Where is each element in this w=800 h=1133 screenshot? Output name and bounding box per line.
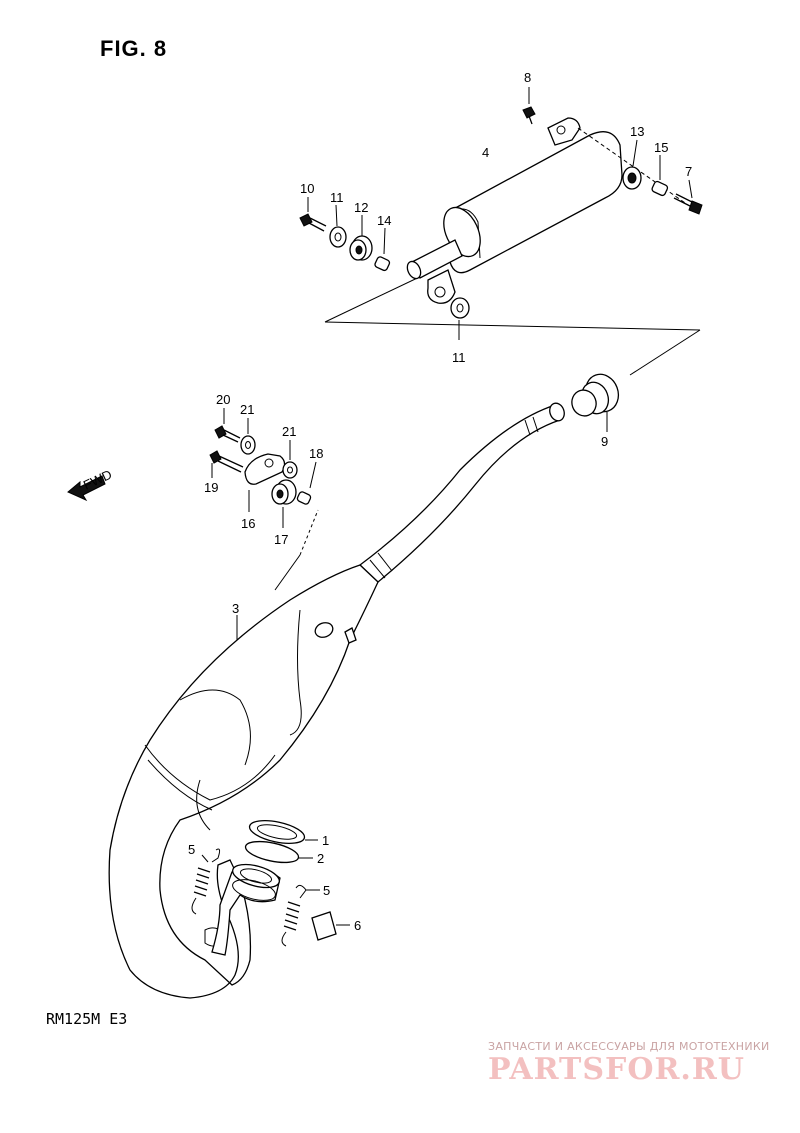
- bolt-10: [299, 197, 327, 232]
- washer-11-upper: [329, 204, 347, 248]
- spring-5-left: [191, 848, 221, 915]
- callout-4: 4: [482, 145, 489, 160]
- callout-20: 20: [216, 392, 230, 407]
- callout-8: 8: [524, 70, 531, 85]
- grommet-17: [271, 479, 297, 528]
- damper-6: [311, 911, 350, 941]
- figure-title: FIG. 8: [100, 36, 168, 61]
- bolt-20: [214, 408, 241, 443]
- callout-2: 2: [317, 851, 324, 866]
- muffler-seal-9: [571, 373, 620, 432]
- watermark-logo: PARTSFOR.RU: [488, 1052, 745, 1087]
- grommet-13: [622, 139, 642, 190]
- washer-21-lower: [282, 440, 298, 479]
- callout-10: 10: [300, 181, 314, 196]
- callout-1: 1: [322, 833, 329, 848]
- bolt-8: [522, 87, 536, 125]
- inlet-pipe: [211, 863, 281, 956]
- callout-6: 6: [354, 918, 361, 933]
- callout-21a: 21: [240, 402, 254, 417]
- gasket-2: [244, 840, 313, 864]
- callout-14: 14: [377, 213, 391, 228]
- collar-18: [296, 461, 317, 505]
- exhaust-guide-lines: [236, 509, 319, 640]
- exhaust-pipe: [108, 402, 565, 999]
- callout-9: 9: [601, 434, 608, 449]
- collar-15: [651, 155, 669, 197]
- callout-15: 15: [654, 140, 668, 155]
- spring-5-right: [281, 884, 307, 947]
- callout-3: 3: [232, 601, 239, 616]
- silencer: [406, 117, 689, 304]
- model-code: RM125M E3: [46, 1010, 128, 1028]
- watermark-tagline: ЗАПЧАСТИ И АКСЕССУАРЫ ДЛЯ МОТОТЕХНИКИ: [488, 1040, 770, 1053]
- callout-5b: 5: [323, 883, 330, 898]
- callout-17: 17: [274, 532, 288, 547]
- gasket-1: [248, 819, 318, 845]
- callout-12: 12: [354, 200, 368, 215]
- callout-11a: 11: [330, 190, 344, 205]
- fwd-label: FWD: [81, 467, 114, 493]
- collar-14: [374, 227, 391, 272]
- bracket-16: [244, 453, 286, 512]
- bolt-19: [209, 450, 244, 478]
- callout-labels: 8 4 13 15 7 10 11 12 14 11 9 20 21 21 18…: [188, 70, 692, 933]
- callout-21b: 21: [282, 424, 296, 439]
- silencer-guide-lines: [324, 271, 701, 376]
- grommet-12: [349, 215, 373, 261]
- callout-16: 16: [241, 516, 255, 531]
- washer-11-lower: [450, 297, 470, 340]
- callout-19: 19: [204, 480, 218, 495]
- bolt-7: [673, 179, 703, 215]
- callout-18: 18: [309, 446, 323, 461]
- callout-7: 7: [685, 164, 692, 179]
- washer-21-upper: [240, 418, 256, 455]
- callout-11b: 11: [452, 350, 466, 365]
- callout-13: 13: [630, 124, 644, 139]
- callout-5a: 5: [188, 842, 195, 857]
- fwd-arrow-icon: FWD: [67, 467, 114, 502]
